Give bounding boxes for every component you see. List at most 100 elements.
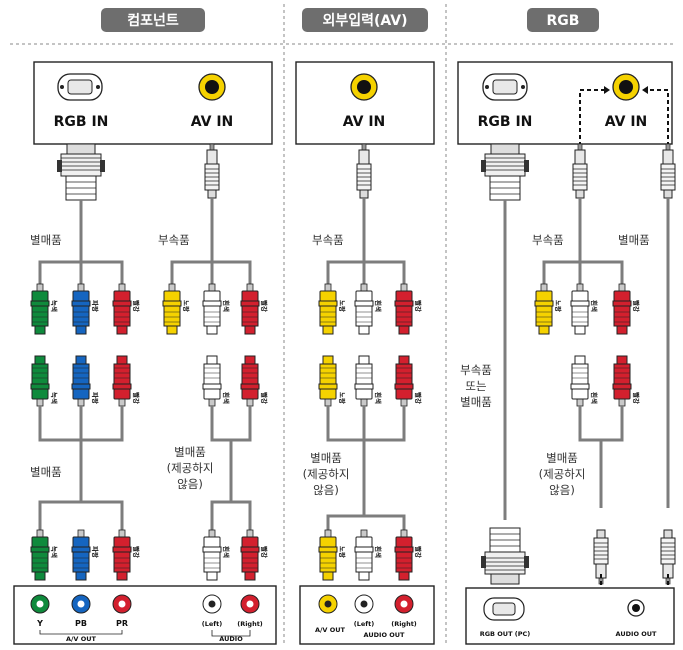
rgb-audio-plugs-top: 노랑 흰색 빨강: [534, 283, 641, 335]
svg-text:빨강: 빨강: [414, 546, 423, 558]
svg-text:노랑: 노랑: [338, 546, 347, 558]
svg-text:(Left): (Left): [202, 620, 222, 628]
svg-text:노랑: 노랑: [182, 300, 191, 312]
svg-text:흰색: 흰색: [590, 392, 599, 404]
svg-text:흰색: 흰색: [222, 300, 231, 312]
tv-panel-av: AV IN: [295, 61, 435, 145]
svg-text:흰색: 흰색: [222, 546, 231, 558]
vga-port-icon: [57, 73, 103, 101]
svg-text:별매품: 별매품: [310, 451, 342, 465]
component-plugs-bottom: 녹색 파랑 빨강 흰색 빨강: [30, 529, 269, 581]
component-plugs-mid: 녹색 파랑 빨강: [30, 355, 141, 407]
svg-text:빨강: 빨강: [132, 300, 141, 312]
component-plugs-top: 녹색 파랑 빨강: [30, 283, 141, 335]
svg-text:(제공하지: (제공하지: [167, 461, 214, 475]
dashed-arrow: [579, 89, 604, 146]
svg-text:별매품: 별매품: [174, 445, 206, 459]
svg-text:(Left): (Left): [354, 620, 374, 628]
svg-text:또는: 또는: [465, 379, 486, 393]
arrow-head-icon: [604, 86, 610, 94]
vga-plug-icon: [56, 143, 106, 201]
device-panel-component: Y PB PR A/V OUT (Left) (Right) AUDIO: [13, 585, 277, 645]
audio-jack-icon: [660, 143, 676, 199]
av-plugs-mid: 노랑 흰색 빨강: [318, 355, 423, 407]
cable: [210, 406, 252, 502]
svg-text:녹색: 녹색: [50, 546, 59, 558]
header-av: 외부입력(AV): [302, 8, 428, 32]
rgb-audio-plugs-mid: 흰색 빨강: [570, 355, 641, 407]
svg-text:A/V OUT: A/V OUT: [66, 635, 97, 643]
svg-text:흰색: 흰색: [374, 300, 383, 312]
svg-text:않음): 않음): [549, 483, 575, 497]
device-panel-av: A/V OUT (Left) (Right) AUDIO OUT: [299, 585, 435, 645]
svg-text:빨강: 빨강: [632, 392, 641, 404]
svg-text:노랑: 노랑: [338, 300, 347, 312]
svg-text:(Right): (Right): [237, 620, 263, 628]
svg-text:컴포넌트: 컴포넌트: [127, 13, 179, 29]
vga-plug-icon: [480, 143, 530, 201]
header-component: 컴포넌트: [101, 8, 205, 32]
svg-text:노랑: 노랑: [338, 392, 347, 404]
svg-text:(Right): (Right): [391, 620, 417, 628]
cable: [38, 406, 124, 502]
svg-text:AUDIO: AUDIO: [219, 635, 243, 643]
av-jack-icon: [204, 143, 220, 199]
svg-text:흰색: 흰색: [374, 392, 383, 404]
av-plugs-top: 노랑 흰색 빨강: [318, 283, 423, 335]
svg-text:부속품: 부속품: [460, 363, 492, 377]
note-sold: 별매품: [30, 233, 62, 247]
note-sold: 별매품: [618, 233, 650, 247]
svg-text:PR: PR: [116, 619, 128, 628]
svg-text:빨강: 빨강: [632, 300, 641, 312]
note-accessory: 부속품: [532, 233, 564, 247]
svg-text:RGB IN: RGB IN: [54, 114, 109, 130]
note-sold: 별매품: [30, 465, 62, 479]
svg-text:않음): 않음): [177, 477, 203, 491]
header-rgb: RGB: [527, 8, 599, 32]
av-in-port-icon: [198, 73, 226, 101]
svg-text:RGB: RGB: [547, 13, 580, 29]
device-panel-rgb: RGB OUT (PC) AUDIO OUT: [465, 587, 675, 645]
svg-text:흰색: 흰색: [590, 300, 599, 312]
svg-text:빨강: 빨강: [132, 392, 141, 404]
svg-text:빨강: 빨강: [260, 300, 269, 312]
svg-text:RGB OUT (PC): RGB OUT (PC): [480, 630, 531, 638]
av-jack-icon: [572, 143, 588, 199]
svg-text:않음): 않음): [313, 483, 339, 497]
note-accessory: 부속품: [158, 233, 190, 247]
svg-text:A/V OUT: A/V OUT: [315, 626, 346, 634]
svg-text:AV IN: AV IN: [605, 114, 648, 130]
svg-text:파랑: 파랑: [91, 546, 100, 558]
vga-plug-bottom-icon: [480, 527, 530, 585]
arrow-head-icon: [642, 86, 648, 94]
svg-text:흰색: 흰색: [374, 546, 383, 558]
dashed-arrow: [648, 89, 669, 146]
tv-panel-component: RGB IN AV IN: [33, 61, 273, 145]
svg-text:AUDIO OUT: AUDIO OUT: [616, 630, 658, 638]
svg-text:빨강: 빨강: [260, 546, 269, 558]
audio-plugs-mid: 흰색 빨강: [202, 355, 269, 407]
svg-text:Y: Y: [36, 619, 43, 628]
svg-text:빨강: 빨강: [132, 546, 141, 558]
svg-text:(제공하지: (제공하지: [303, 467, 350, 481]
av-jack-icon: [356, 143, 372, 199]
svg-text:흰색: 흰색: [222, 392, 231, 404]
cable: [326, 406, 406, 516]
cable: [210, 500, 252, 532]
svg-text:노랑: 노랑: [554, 300, 563, 312]
svg-text:파랑: 파랑: [91, 392, 100, 404]
svg-text:빨강: 빨강: [414, 392, 423, 404]
svg-text:별매품: 별매품: [546, 451, 578, 465]
note-accessory: 부속품: [312, 233, 344, 247]
svg-text:녹색: 녹색: [50, 300, 59, 312]
svg-text:(제공하지: (제공하지: [539, 467, 586, 481]
svg-text:AV IN: AV IN: [191, 114, 234, 130]
svg-text:외부입력(AV): 외부입력(AV): [322, 12, 407, 29]
svg-text:녹색: 녹색: [50, 392, 59, 404]
svg-text:RGB IN: RGB IN: [478, 114, 533, 130]
svg-text:파랑: 파랑: [91, 300, 100, 312]
svg-text:빨강: 빨강: [414, 300, 423, 312]
tv-panel-rgb: RGB IN AV IN: [457, 61, 673, 145]
svg-text:AV IN: AV IN: [343, 114, 386, 130]
